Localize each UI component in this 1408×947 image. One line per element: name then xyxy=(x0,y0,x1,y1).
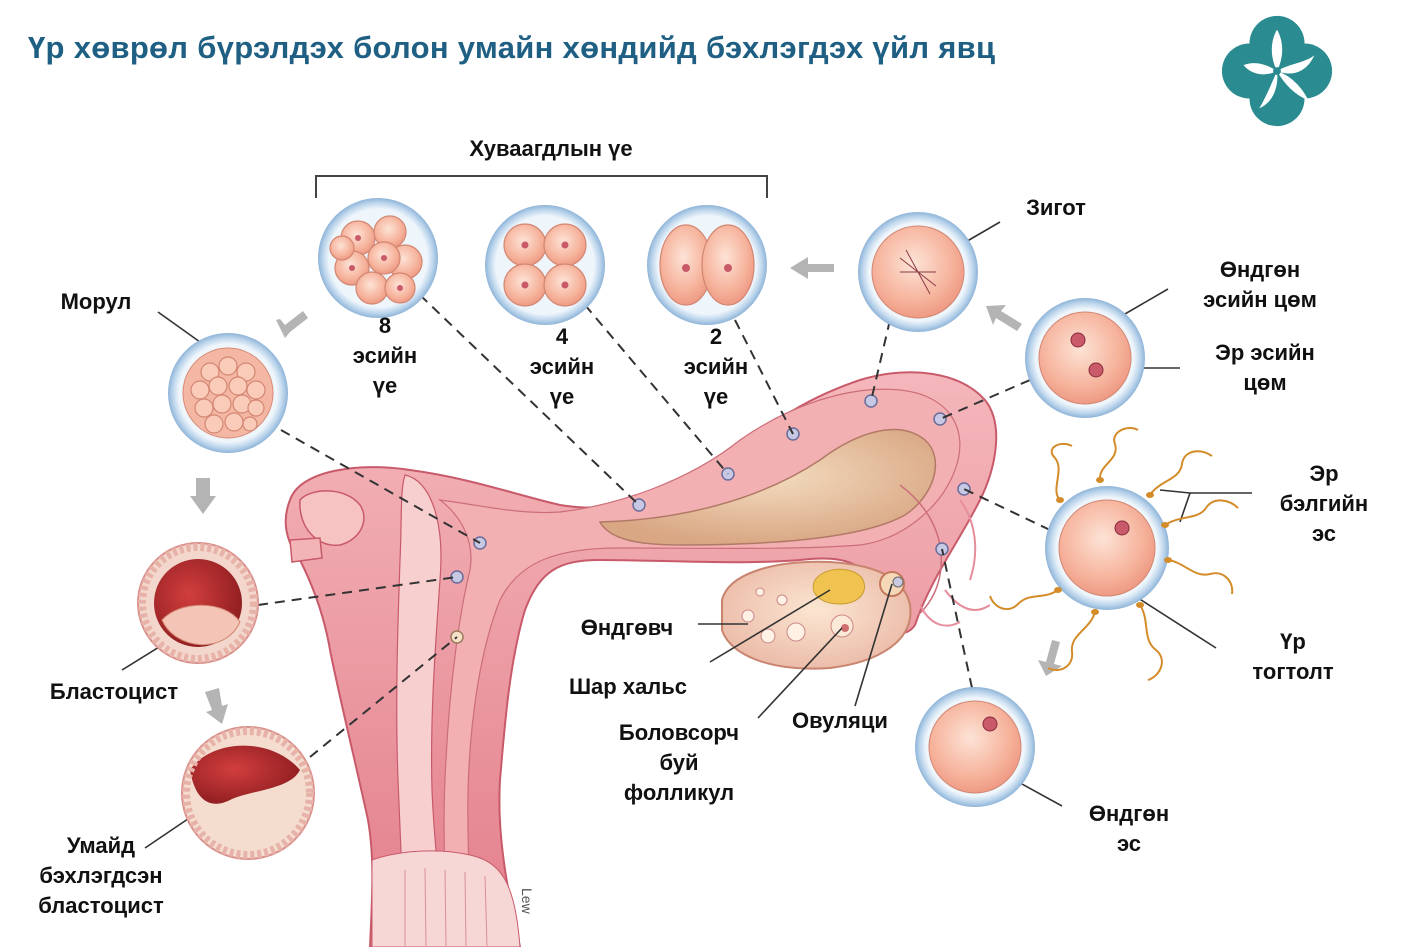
two-cell-embryo xyxy=(647,205,767,325)
label-four-cell: 4 эсийн үе xyxy=(512,322,612,412)
four-cell-embryo xyxy=(485,205,605,325)
label-mature-follicle: Боловсорч буй фолликул xyxy=(596,718,762,808)
zygote-embryo xyxy=(858,212,978,332)
blastocyst-embryo xyxy=(138,543,258,663)
label-fertilization: Үр тогтолт xyxy=(1230,627,1356,687)
label-male-pronucleus: Эр эсийн цөм xyxy=(1190,338,1340,398)
label-eight-cell: 8 эсийн үе xyxy=(335,311,435,401)
label-sperm: Эр бэлгийн эс xyxy=(1262,459,1386,549)
label-morula: Морул xyxy=(46,287,146,317)
label-zygote: Зигот xyxy=(1006,193,1106,223)
fertilization-embryo xyxy=(1045,486,1169,610)
label-cleavage-stage: Хуваагдлын үе xyxy=(446,134,656,164)
morula-embryo xyxy=(168,333,288,453)
label-oocyte: Өндгөн эс xyxy=(1068,799,1190,859)
label-ovary: Өндгөвч xyxy=(562,613,692,643)
label-two-cell: 2 эсийн үе xyxy=(666,322,766,412)
cleavage-bracket xyxy=(316,176,767,198)
pronuclei-embryo xyxy=(1025,298,1145,418)
implanted-blastocyst xyxy=(182,727,314,859)
label-blastocyst: Бластоцист xyxy=(26,677,202,707)
eight-cell-embryo xyxy=(318,198,438,318)
uterus-anatomy xyxy=(286,372,997,947)
oocyte-cell xyxy=(915,687,1035,807)
label-ovulation: Овуляци xyxy=(778,706,902,736)
label-corpus-luteum: Шар хальс xyxy=(548,672,708,702)
label-female-pronucleus: Өндгөн эсийн цөм xyxy=(1180,255,1340,315)
label-implanted-blastocyst: Умайд бэхлэгдсэн бластоцист xyxy=(18,831,184,921)
artist-signature: Lew xyxy=(519,888,535,915)
